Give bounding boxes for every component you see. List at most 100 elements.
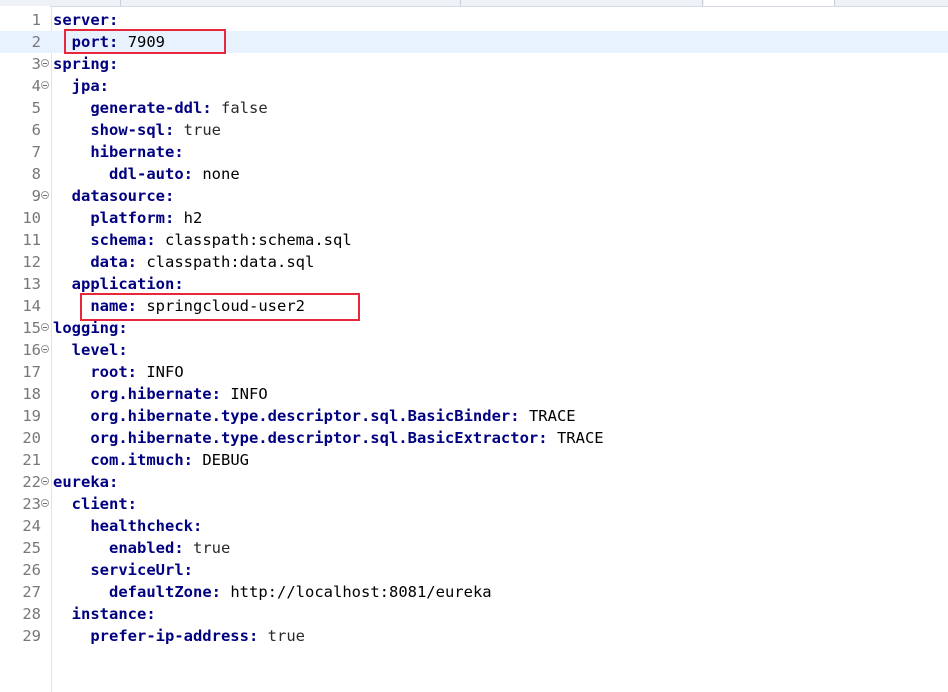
code-line[interactable]: 21 com.itmuch: DEBUG — [0, 449, 948, 471]
code-line[interactable]: 24 healthcheck: — [0, 515, 948, 537]
fold-collapse-icon[interactable] — [41, 81, 49, 89]
editor-tab[interactable] — [220, 0, 461, 6]
indent — [53, 495, 72, 513]
code-line[interactable]: 19 org.hibernate.type.descriptor.sql.Bas… — [0, 405, 948, 427]
yaml-value: http://localhost:8081/eureka — [230, 583, 492, 601]
fold-collapse-icon[interactable] — [41, 477, 49, 485]
indent — [53, 385, 90, 403]
yaml-key: serviceUrl — [90, 561, 184, 579]
yaml-value: classpath:data.sql — [146, 253, 315, 271]
yaml-key: datasource — [71, 187, 165, 205]
code-line[interactable]: 29 prefer-ip-address: true — [0, 625, 948, 647]
line-number: 29 — [22, 627, 41, 645]
yaml-colon: : — [118, 319, 128, 337]
code-line[interactable]: 5 generate-ddl: false — [0, 97, 948, 119]
yaml-colon: : — [248, 627, 259, 645]
fold-collapse-icon[interactable] — [41, 499, 49, 507]
yaml-key: platform — [90, 209, 165, 227]
fold-collapse-icon[interactable] — [41, 345, 49, 353]
line-number: 4 — [31, 77, 41, 95]
yaml-colon: : — [109, 33, 119, 51]
code-line[interactable]: 27 defaultZone: http://localhost:8081/eu… — [0, 581, 948, 603]
yaml-key: enabled — [109, 539, 175, 557]
yaml-key: instance — [71, 605, 147, 623]
code-line[interactable]: 14 name: springcloud-user2 — [0, 295, 948, 317]
indent — [53, 187, 72, 205]
code-line[interactable]: 10 platform: h2 — [0, 207, 948, 229]
line-number: 6 — [31, 121, 41, 139]
code-line[interactable]: 4 jpa: — [0, 75, 948, 97]
code-text: instance: — [53, 603, 156, 625]
highlight-box-port — [64, 29, 226, 54]
yaml-colon: : — [118, 341, 128, 359]
code-line[interactable]: 20 org.hibernate.type.descriptor.sql.Bas… — [0, 427, 948, 449]
indent — [53, 451, 90, 469]
code-line[interactable]: 12 data: classpath:data.sql — [0, 251, 948, 273]
code-text: jpa: — [53, 75, 109, 97]
yaml-key: org.hibernate — [90, 385, 212, 403]
yaml-value: TRACE — [556, 429, 604, 447]
code-line[interactable]: 18 org.hibernate: INFO — [0, 383, 948, 405]
code-line[interactable]: 16 level: — [0, 339, 948, 361]
code-line[interactable]: 28 instance: — [0, 603, 948, 625]
code-line[interactable]: 6 show-sql: true — [0, 119, 948, 141]
code-line[interactable]: 13 application: — [0, 273, 948, 295]
code-text: platform: h2 — [53, 207, 202, 229]
yaml-colon: : — [127, 297, 137, 315]
yaml-colon: : — [211, 583, 221, 601]
highlight-box-application-name — [80, 293, 360, 321]
line-number: 25 — [22, 539, 41, 557]
yaml-key: org.hibernate.type.descriptor.sql.BasicE… — [90, 429, 539, 447]
code-line[interactable]: 26 serviceUrl: — [0, 559, 948, 581]
editor-tab[interactable] — [462, 0, 703, 6]
yaml-value: INFO — [230, 385, 268, 403]
line-number: 2 — [31, 33, 41, 51]
code-text: org.hibernate.type.descriptor.sql.BasicE… — [53, 427, 604, 449]
code-text: spring: — [53, 53, 118, 75]
yaml-colon: : — [192, 517, 203, 535]
line-number: 7 — [31, 143, 41, 161]
code-line[interactable]: 23 client: — [0, 493, 948, 515]
code-text: eureka: — [53, 471, 118, 493]
fold-collapse-icon[interactable] — [41, 191, 49, 199]
fold-collapse-icon[interactable] — [41, 59, 49, 67]
indent — [53, 209, 90, 227]
code-line[interactable]: 25 enabled: true — [0, 537, 948, 559]
code-line[interactable]: 9 datasource: — [0, 185, 948, 207]
code-line[interactable]: 7 hibernate: — [0, 141, 948, 163]
code-line[interactable]: 11 schema: classpath:schema.sql — [0, 229, 948, 251]
code-text: ddl-auto: none — [53, 163, 240, 185]
yaml-value: true — [267, 627, 305, 645]
yaml-key: ddl-auto — [109, 165, 184, 183]
editor-tab[interactable] — [0, 0, 121, 6]
yaml-value: true — [193, 539, 231, 557]
line-number: 14 — [22, 297, 41, 315]
yaml-key: show-sql — [90, 121, 165, 139]
editor-tab-active[interactable] — [704, 0, 835, 6]
indent — [53, 605, 72, 623]
fold-collapse-icon[interactable] — [41, 323, 49, 331]
line-number: 18 — [22, 385, 41, 403]
line-number: 24 — [22, 517, 41, 535]
code-text: client: — [53, 493, 137, 515]
code-line[interactable]: 2 port: 7909 — [0, 31, 948, 53]
yaml-colon: : — [146, 231, 156, 249]
code-line[interactable]: 17 root: INFO — [0, 361, 948, 383]
indent — [53, 253, 90, 271]
line-number: 26 — [22, 561, 41, 579]
code-text: defaultZone: http://localhost:8081/eurek… — [53, 581, 492, 603]
yaml-key: schema — [90, 231, 147, 249]
indent — [53, 165, 109, 183]
line-number: 5 — [31, 99, 41, 117]
line-number: 20 — [22, 429, 41, 447]
yaml-key: name — [90, 297, 128, 315]
yaml-key: com.itmuch — [90, 451, 184, 469]
code-line[interactable]: 8 ddl-auto: none — [0, 163, 948, 185]
indent — [53, 363, 90, 381]
